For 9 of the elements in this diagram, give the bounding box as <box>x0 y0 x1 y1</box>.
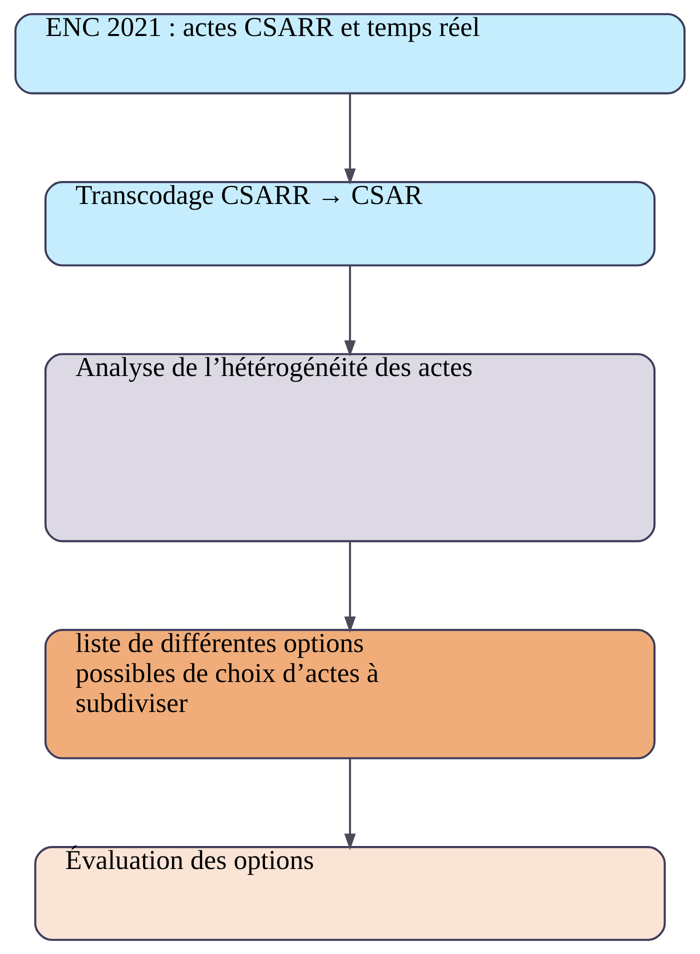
arrow <box>344 266 356 357</box>
node-box: Analyse de l’hétérogénéité des actes <box>44 353 656 542</box>
node-box: Transcodage CSARR → CSAR <box>44 181 656 266</box>
arrow <box>344 542 356 633</box>
arrow <box>344 758 356 850</box>
node-box: ENC 2021 : actes CSARR et temps réel <box>14 13 686 94</box>
arrow <box>344 93 356 185</box>
node-box: liste de différentes options possibles de choix d’actes à subdiviser <box>44 628 656 760</box>
node-box: Évaluation des options <box>34 846 666 941</box>
